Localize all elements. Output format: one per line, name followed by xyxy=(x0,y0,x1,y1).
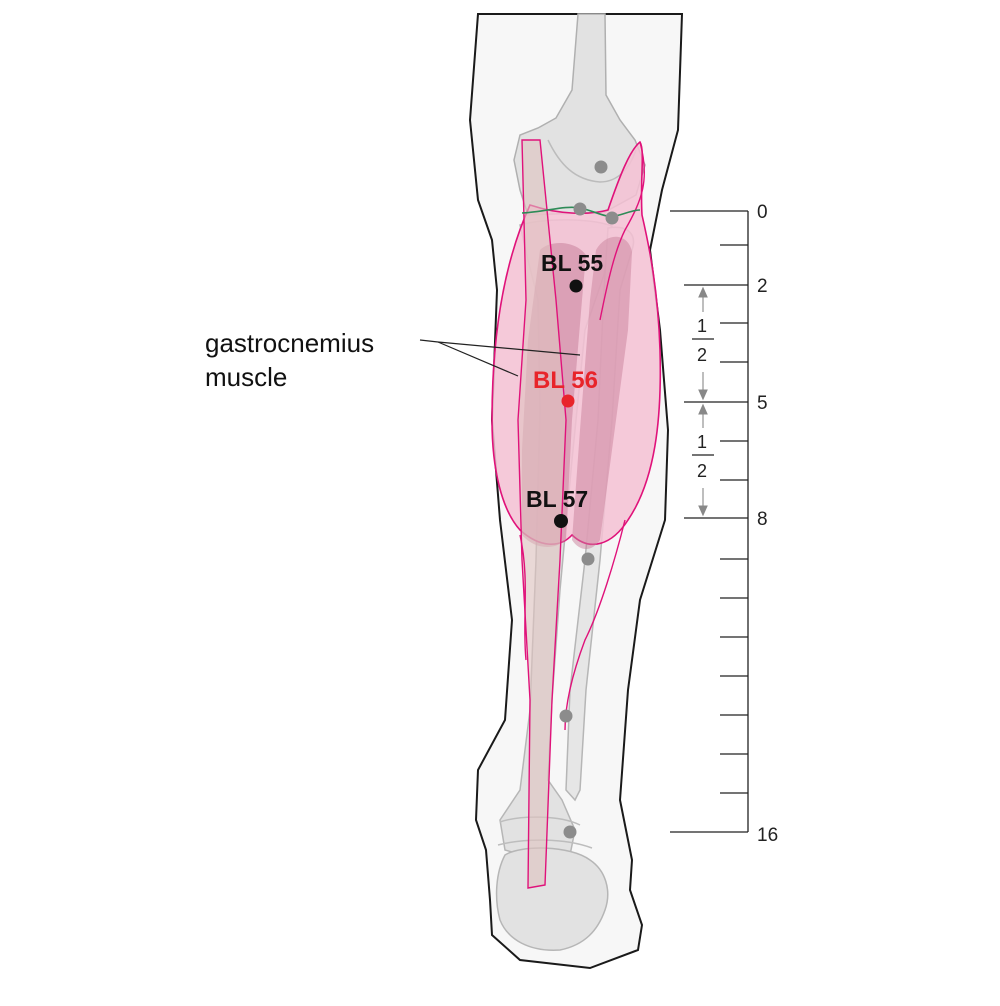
fraction-upper-numerator: 1 xyxy=(697,316,707,336)
half-dimension-arrows xyxy=(698,286,708,517)
landmark-marker xyxy=(605,211,619,225)
scale-label-2: 2 xyxy=(757,276,768,297)
landmark-marker xyxy=(594,160,608,174)
acupoint-bl57-dot xyxy=(554,514,568,528)
gastrocnemius-label-line1: gastrocnemius xyxy=(205,328,374,358)
fraction-lower-denominator: 2 xyxy=(697,461,707,481)
scale-label-0: 0 xyxy=(757,202,768,223)
landmark-marker xyxy=(573,202,587,216)
acupoint-bl56: BL 56 xyxy=(533,367,598,408)
fraction-upper: 1 2 xyxy=(692,316,714,365)
popliteal-crease xyxy=(521,206,641,218)
fraction-upper-denominator: 2 xyxy=(697,345,707,365)
scale-label-5: 5 xyxy=(757,393,768,414)
label-leader-lines xyxy=(419,339,581,377)
acupoint-bl56-dot xyxy=(561,394,575,408)
calf-tendon-band xyxy=(517,139,567,889)
acupoint-bl55-label: BL 55 xyxy=(541,250,603,276)
acupoint-bl55: BL 55 xyxy=(541,250,603,293)
foot-bones xyxy=(495,847,609,951)
acupoint-bl55-dot xyxy=(569,279,583,293)
landmark-marker xyxy=(563,825,577,839)
landmark-marker xyxy=(581,552,595,566)
fraction-lower-numerator: 1 xyxy=(697,432,707,452)
acupoint-bl57-label: BL 57 xyxy=(526,486,588,512)
lateral-muscle-outline xyxy=(599,141,646,321)
landmark-markers xyxy=(559,160,619,839)
scale-label-16: 16 xyxy=(757,825,778,846)
landmark-marker xyxy=(559,709,573,723)
proportional-scale xyxy=(670,210,749,833)
gastrocnemius-label-line2: muscle xyxy=(205,362,287,392)
fraction-lower: 1 2 xyxy=(692,432,714,481)
gastrocnemius-lateral-head xyxy=(572,236,632,550)
scale-label-8: 8 xyxy=(757,509,768,530)
soleus-outline xyxy=(519,519,626,731)
acupoint-bl56-label: BL 56 xyxy=(533,367,598,394)
acupoint-bl57: BL 57 xyxy=(526,486,588,528)
